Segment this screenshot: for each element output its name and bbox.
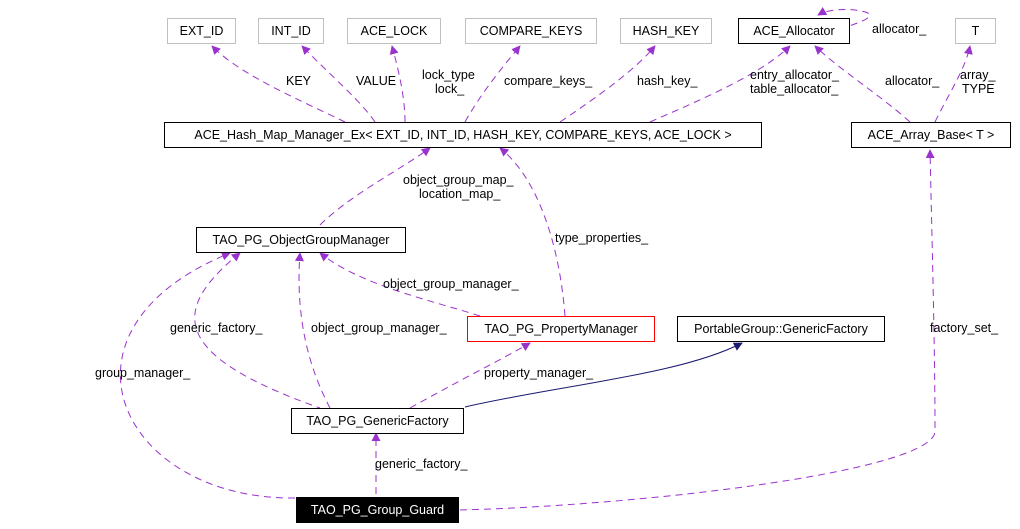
edge-lock (389, 45, 406, 123)
edge-allocators (649, 45, 791, 123)
node-group-guard[interactable]: TAO_PG_Group_Guard (296, 497, 459, 523)
label-allocator-self: allocator_ (872, 22, 927, 36)
label-array: array_ (960, 68, 996, 82)
node-pg-generic-factory[interactable]: TAO_PG_GenericFactory (291, 408, 464, 434)
edge-group-manager (119, 251, 296, 499)
edge-ogm-property-manager (319, 252, 481, 317)
label-group-manager: group_manager_ (95, 366, 191, 380)
edge-key (211, 45, 346, 123)
label-key: KEY (286, 74, 312, 88)
node-int-id[interactable]: INT_ID (258, 18, 324, 44)
label-compare-keys: compare_keys_ (504, 74, 593, 88)
edge-factory-set (459, 149, 936, 511)
label-object-group-manager-pm: object_group_manager_ (383, 277, 519, 291)
node-hash-key[interactable]: HASH_KEY (620, 18, 712, 44)
label-property-manager: property_manager_ (484, 366, 594, 380)
node-ext-id[interactable]: EXT_ID (167, 18, 236, 44)
node-hash-map-manager[interactable]: ACE_Hash_Map_Manager_Ex< EXT_ID, INT_ID,… (164, 122, 762, 148)
label-entry-allocator: entry_allocator_ (750, 68, 839, 82)
edge-inheritance (464, 342, 743, 408)
node-object-group-manager[interactable]: TAO_PG_ObjectGroupManager (196, 227, 406, 253)
label-allocator-array: allocator_ (885, 74, 940, 88)
edge-type-properties (499, 147, 566, 317)
label-generic-factory-guard: generic_factory_ (375, 457, 468, 471)
edge-maps (319, 147, 431, 226)
edge-array-t (934, 45, 973, 123)
edge-allocator-array (814, 45, 911, 123)
label-lock-type: lock_type (422, 68, 475, 82)
edge-property-manager (409, 342, 531, 409)
label-factory-set: factory_set_ (930, 321, 999, 335)
label-type: TYPE (962, 82, 995, 96)
node-t[interactable]: T (955, 18, 996, 44)
edge-hash-key (559, 45, 656, 123)
node-ace-lock[interactable]: ACE_LOCK (347, 18, 441, 44)
label-value: VALUE (356, 74, 397, 88)
label-table-allocator: table_allocator_ (750, 82, 839, 96)
edge-allocator-self (817, 7, 871, 34)
node-array-base[interactable]: ACE_Array_Base< T > (851, 122, 1011, 148)
node-compare-keys[interactable]: COMPARE_KEYS (465, 18, 597, 44)
node-portablegroup-genericfactory[interactable]: PortableGroup::GenericFactory (677, 316, 885, 342)
label-generic-factory-ogm: generic_factory_ (170, 321, 263, 335)
label-object-group-manager-gf: object_group_manager_ (311, 321, 447, 335)
label-hash-key: hash_key_ (637, 74, 698, 88)
label-type-properties: type_properties_ (555, 231, 649, 245)
node-property-manager[interactable]: TAO_PG_PropertyManager (467, 316, 655, 342)
label-object-group-map: object_group_map_ (403, 173, 514, 187)
label-lock: lock_ (435, 82, 465, 96)
edge-ogm-generic-factory-a (294, 252, 331, 409)
label-location-map: location_map_ (419, 187, 501, 201)
node-ace-allocator[interactable]: ACE_Allocator (738, 18, 850, 44)
edge-compare-keys (464, 45, 521, 123)
